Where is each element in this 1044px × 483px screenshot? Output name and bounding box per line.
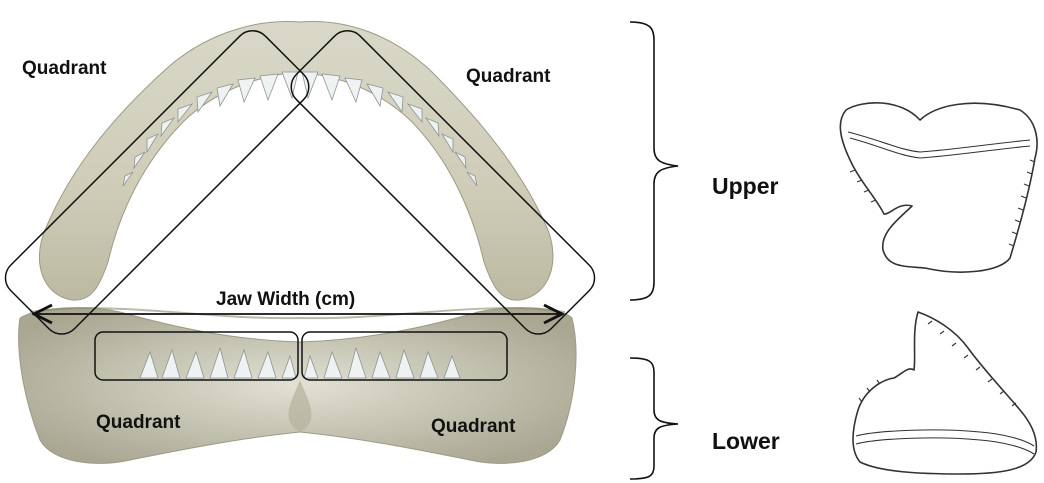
lower-jaw-bone — [19, 308, 576, 464]
lower-brace — [630, 358, 678, 479]
quadrant-label-lower-right: Quadrant — [431, 416, 516, 437]
upper-brace — [630, 22, 678, 300]
lower-label: Lower — [712, 428, 780, 454]
upper-label: Upper — [712, 173, 779, 199]
upper-tooth-drawing — [840, 103, 1037, 272]
quadrant-label-upper-left: Quadrant — [22, 58, 107, 79]
lower-tooth-drawing — [853, 312, 1036, 474]
upper-jaw-bone — [39, 21, 553, 300]
jaw-width-label: Jaw Width (cm) — [216, 289, 355, 310]
quadrant-label-upper-right: Quadrant — [466, 66, 551, 87]
quadrant-label-lower-left: Quadrant — [96, 412, 181, 433]
shark-jaw-photo — [19, 21, 576, 463]
